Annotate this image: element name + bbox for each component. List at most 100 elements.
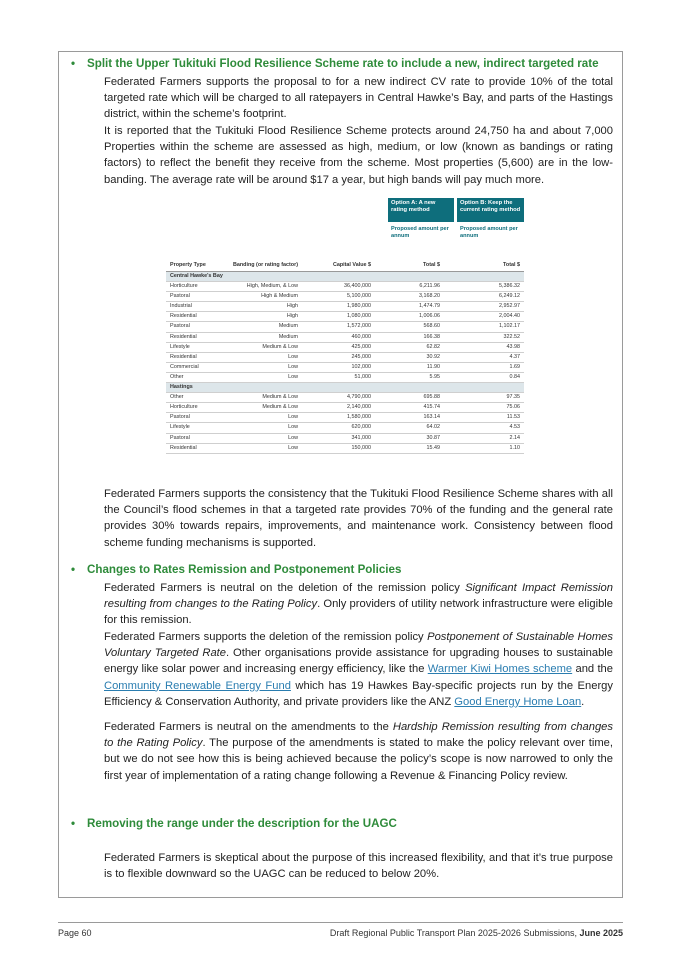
page-number: Page 60 [58,928,92,938]
table-cell: 1,572,000 [347,323,371,330]
footer-date: June 2025 [579,928,623,938]
table-cell: 1,006.06 [419,313,440,320]
table-cell: 568.60 [423,323,441,330]
table-cell: 1,102.17 [499,323,520,330]
table-cell: 102,000 [351,363,372,370]
table-cell: 150,000 [351,444,372,451]
table-cell: High [286,313,298,320]
col-property-type: Property Type [170,262,206,268]
table-cell: Low [288,424,298,431]
table-cell: Lifestyle [170,343,190,350]
table-cell: Industrial [170,303,192,310]
col-total-b: Total $ [503,262,520,268]
section-heading-text: Split the Upper Tukituki Flood Resilienc… [87,57,599,70]
paragraph-cv-rate: Federated Farmers supports the proposal … [104,76,613,121]
footer-divider [58,922,623,923]
paragraph-sustainable-homes: Federated Farmers supports the deletion … [104,629,613,710]
text: Federated Farmers is neutral on the dele… [104,582,466,594]
text: . [581,695,585,708]
community-renewable-energy-fund-link[interactable]: Community Renewable Energy Fund [104,679,291,692]
table-cell: 43.98 [506,343,521,350]
policy-name: Significant Impact Remission resulting f… [104,582,613,611]
table-cell: 1,474.79 [419,303,440,310]
bullet-icon: • [71,57,76,70]
table-cell: Horticulture [170,283,198,290]
section-heading-uagc: • Removing the range under the descripti… [71,817,397,830]
text: . Other organisations provide assistance… [104,647,614,676]
table-cell: 2,952.97 [499,303,520,310]
table-cell: 415.74 [423,404,441,411]
table-cell: High [286,303,298,310]
table-cell: Pastoral [170,323,190,330]
table-cell: Low [288,434,298,441]
table-column-headers: Property Type Banding (or rating factor)… [166,260,524,272]
good-energy-home-loan-link[interactable]: Good Energy Home Loan [454,695,582,708]
table-cell: Horticulture [170,404,198,411]
text: Federated Farmers is neutral on the amen… [104,721,393,733]
col-total-a: Total $ [423,262,440,268]
table-cell: Low [288,444,298,451]
table-cell: 1.69 [509,363,521,370]
table-cell: 30.92 [426,353,441,360]
table-cell: Low [288,414,298,421]
text: . Only providers of utility network infr… [104,598,613,627]
table-cell: 166.38 [423,333,441,340]
table-cell: 341,000 [351,434,372,441]
table-cell: Commercial [170,363,199,370]
table-cell: 2,004.40 [499,313,520,320]
group-label: Central Hawke's Bay [170,273,223,279]
table-cell: 4.37 [509,353,521,360]
option-a-subheader: Proposed amount per annum [391,226,449,239]
table-cell: Other [170,373,184,380]
table-cell: 245,000 [351,353,372,360]
table-cell: 1.10 [509,444,521,451]
paragraph-hardship-remission: Federated Farmers is neutral on the amen… [104,719,613,784]
table-cell: 4,790,000 [347,394,371,401]
section-heading-tukituki: • Split the Upper Tukituki Flood Resilie… [71,57,599,70]
table-cell: 460,000 [351,333,372,340]
table-cell: 11.53 [506,414,520,421]
table-cell: Residential [170,313,197,320]
table-cell: 51,000 [354,373,372,380]
table-cell: Residential [170,444,197,451]
table-cell: 5,100,000 [347,293,371,300]
warmer-kiwi-homes-link[interactable]: Warmer Kiwi Homes scheme [427,663,573,676]
paragraph-uagc: Federated Farmers is skeptical about the… [104,852,613,881]
table-cell: 64.02 [426,424,441,431]
table-cell: Low [288,373,298,380]
text: . The purpose of the amendments is state… [104,737,614,782]
bullet-icon: • [71,817,76,830]
text: which has 19 Hawkes Bay-specific project… [104,679,613,708]
text: Federated Farmers supports the deletion … [104,631,428,643]
table-cell: 4.53 [509,424,521,431]
table-cell: Medium & Low [262,343,298,350]
col-banding: Banding (or rating factor) [233,262,298,268]
table-cell: 36,400,000 [344,283,371,290]
paragraph-scheme-protection: It is reported that the Tukituki Flood R… [104,125,613,186]
col-capital-value: Capital Value $ [332,262,371,268]
table-cell: 75.06 [506,404,521,411]
table-cell: 62.82 [426,343,441,350]
table-cell: Low [288,363,298,370]
table-group-row: Hastings [166,383,524,394]
table-cell: 620,000 [351,424,372,431]
table-cell: 3,168.20 [419,293,440,300]
table-cell: Medium [278,333,298,340]
paragraph-consistency: Federated Farmers supports the consisten… [104,488,613,549]
table-cell: 5,386.32 [499,283,520,290]
footer-document-title: Draft Regional Public Transport Plan 202… [330,928,623,938]
table-cell: 1,580,000 [347,414,371,421]
footer-doc: Draft Regional Public Transport Plan 202… [329,928,580,938]
